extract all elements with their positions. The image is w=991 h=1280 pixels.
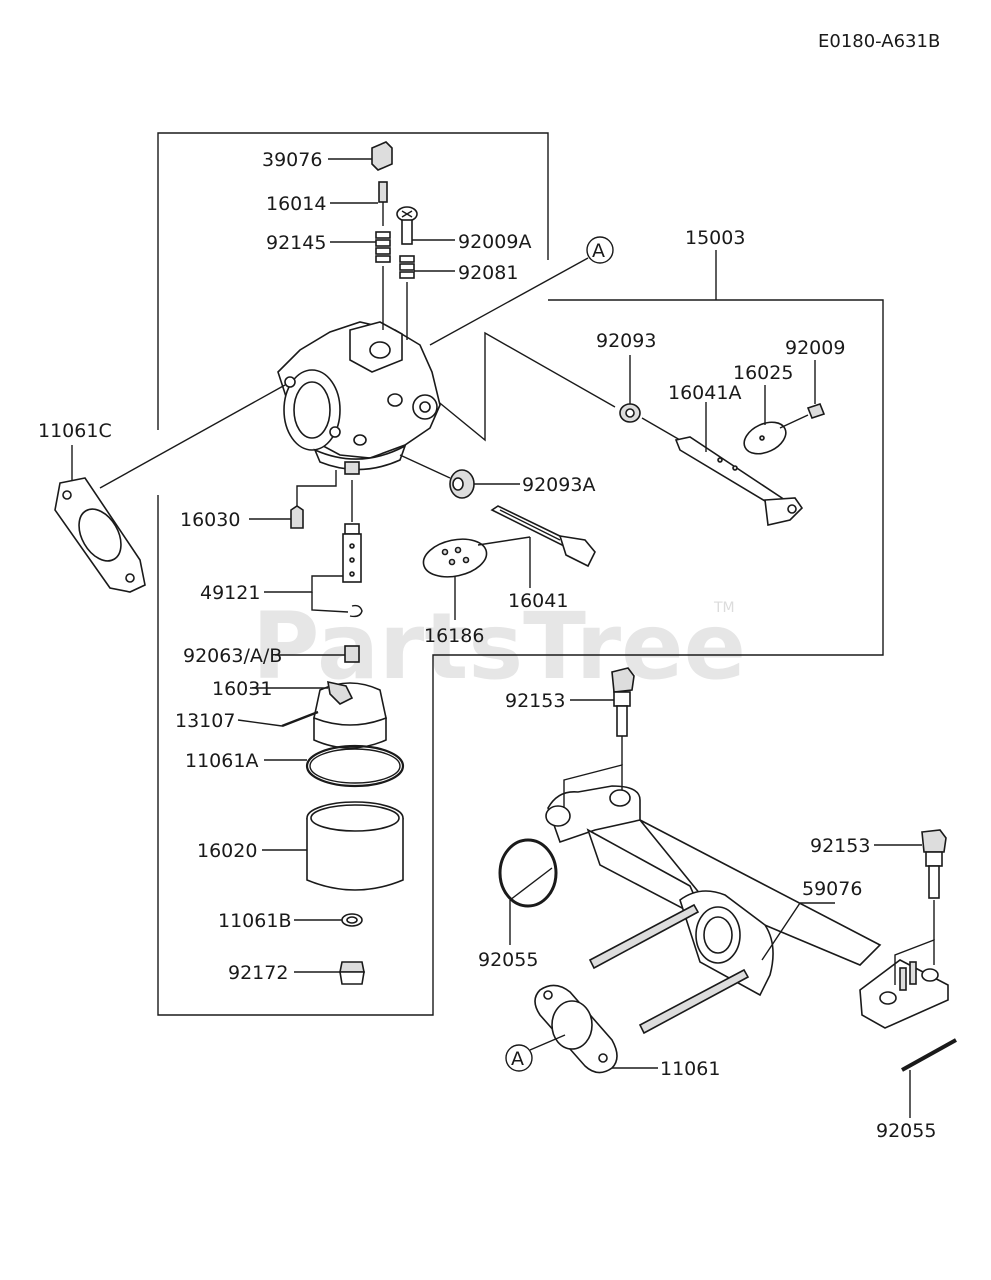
label-92055-strip: 92055 xyxy=(876,1120,936,1142)
part-92153-bolt-right xyxy=(921,829,947,899)
part-16041-shaft xyxy=(490,505,596,568)
label-15003: 15003 xyxy=(685,227,745,249)
part-92063-jet xyxy=(344,645,360,663)
label-92145: 92145 xyxy=(266,232,326,254)
part-11061A-oring xyxy=(305,744,405,788)
label-16025: 16025 xyxy=(733,362,793,384)
label-49121: 49121 xyxy=(200,582,260,604)
label-13107: 13107 xyxy=(175,710,235,732)
part-11061B-washer xyxy=(341,913,363,927)
label-92063: 92063/A/B xyxy=(183,645,282,667)
part-16030-jet xyxy=(290,505,304,529)
label-39076: 39076 xyxy=(262,149,322,171)
label-92055-oring: 92055 xyxy=(478,949,538,971)
label-16041A: 16041A xyxy=(668,382,741,404)
label-92009A: 92009A xyxy=(458,231,531,253)
part-92009A-screw xyxy=(396,206,418,245)
part-92093-seal xyxy=(619,403,641,423)
label-16030: 16030 xyxy=(180,509,240,531)
label-92172: 92172 xyxy=(228,962,288,984)
part-11061-gasket xyxy=(534,984,618,1074)
carburetor-body xyxy=(277,321,441,475)
part-16014-needle xyxy=(378,181,388,226)
part-16186-plate xyxy=(422,538,488,578)
label-92009: 92009 xyxy=(785,337,845,359)
label-11061A: 11061A xyxy=(185,750,258,772)
part-16031-float xyxy=(313,680,387,749)
part-92172-bolt xyxy=(339,961,365,985)
label-16186: 16186 xyxy=(424,625,484,647)
part-studs xyxy=(588,903,750,1035)
part-49121-nozzle xyxy=(342,480,362,583)
label-16020: 16020 xyxy=(197,840,257,862)
part-clip xyxy=(349,604,363,618)
label-16014: 16014 xyxy=(266,193,326,215)
callout-a-top-text: A xyxy=(592,240,605,262)
label-92081: 92081 xyxy=(458,262,518,284)
part-92055-oring xyxy=(498,838,558,908)
callout-a-top: A xyxy=(586,236,614,264)
part-39076-idle-screw-cap xyxy=(371,141,393,171)
part-59076-intake-pipe xyxy=(545,785,949,1029)
label-92153-right: 92153 xyxy=(810,835,870,857)
label-92153-upper: 92153 xyxy=(505,690,565,712)
diagram-code: E0180-A631B xyxy=(818,31,940,52)
part-16041A-shaft xyxy=(641,417,804,526)
label-16031: 16031 xyxy=(212,678,272,700)
label-11061C: 11061C xyxy=(38,420,112,442)
callout-a-bottom: A xyxy=(505,1044,533,1072)
callout-a-bottom-text: A xyxy=(511,1048,524,1070)
part-92055-gasket-strip xyxy=(901,1038,957,1072)
part-92153-bolt-upper xyxy=(611,667,635,737)
part-92009-screw xyxy=(779,403,826,429)
watermark-tm: TM xyxy=(713,600,735,616)
part-11061C-gasket xyxy=(54,477,146,593)
part-13107-pin xyxy=(281,710,319,728)
part-92093A-bushing xyxy=(449,469,475,499)
label-11061: 11061 xyxy=(660,1058,720,1080)
part-16025-plate xyxy=(743,421,787,455)
watermark-text: PartsTree xyxy=(252,593,746,700)
frame-lines xyxy=(157,132,884,1016)
label-92093: 92093 xyxy=(596,330,656,352)
label-59076: 59076 xyxy=(802,878,862,900)
part-labels: 39076 16014 92145 92009A 92081 15003 920… xyxy=(38,149,936,1142)
leader-lines xyxy=(71,158,935,1118)
label-11061B: 11061B xyxy=(218,910,291,932)
part-92145-spring xyxy=(375,231,391,330)
label-16041: 16041 xyxy=(508,590,568,612)
label-92093A: 92093A xyxy=(522,474,595,496)
part-92081-spring xyxy=(399,255,415,340)
part-16020-bowl xyxy=(306,801,404,891)
